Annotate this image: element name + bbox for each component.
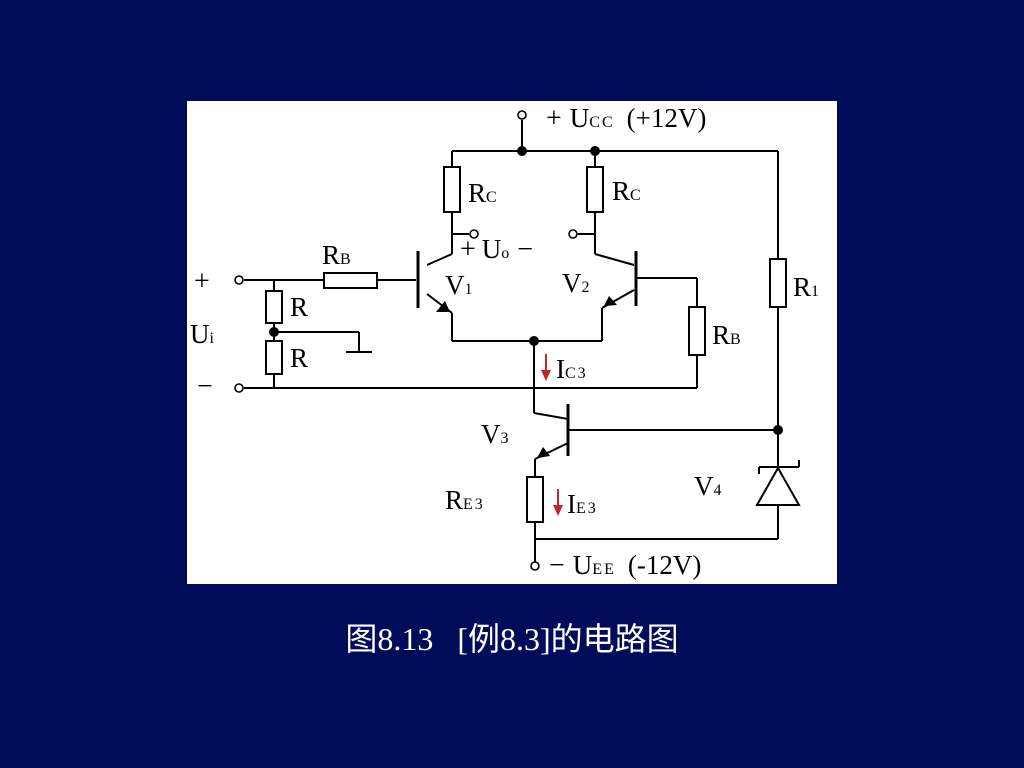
label-v1: V1: [445, 270, 475, 300]
terminals: [234, 110, 578, 571]
resistor-r-top: [265, 290, 283, 324]
label-v4: V4: [694, 471, 724, 501]
terminal-input-minus: [234, 383, 244, 393]
label-rc-right: RC: [612, 176, 643, 206]
label-input-minus: −: [197, 371, 213, 402]
figure-caption: 图8.13 [例8.3]的电路图: [345, 621, 679, 657]
current-ie3-arrow-icon: [553, 489, 563, 516]
terminal-uee: [530, 561, 540, 571]
label-rc-left: RC: [468, 178, 499, 208]
circuit-diagram-panel: + UCC (+12V) − UEE (-12V) RC RC RB: [187, 101, 837, 584]
label-r-bottom: R: [290, 343, 308, 373]
label-input-plus: +: [194, 266, 210, 297]
terminal-output-plus: [469, 229, 479, 239]
label-v2: V2: [562, 268, 592, 298]
resistor-rb-left: [323, 272, 378, 289]
label-rb-right: RB: [712, 320, 743, 350]
transistor-symbols: [416, 251, 638, 458]
current-arrows: [541, 354, 563, 516]
label-uo: + Uo −: [460, 234, 533, 265]
resistor-re3: [526, 476, 544, 523]
label-r-top: R: [290, 292, 308, 322]
label-uee: − UEE (-12V): [549, 550, 701, 581]
resistor-rb-right: [688, 306, 706, 356]
label-ucc: + UCC (+12V): [546, 103, 706, 134]
terminal-input-plus: [234, 275, 244, 285]
resistor-r1: [769, 258, 787, 308]
zener-diode-v4: [755, 460, 801, 506]
label-v3: V3: [481, 419, 511, 449]
label-rb-left: RB: [322, 240, 353, 270]
terminal-output-minus: [568, 229, 578, 239]
label-ui: Ui: [190, 319, 216, 349]
current-ic3-arrow-icon: [541, 354, 551, 381]
resistors: [265, 166, 787, 523]
circuit-diagram: + UCC (+12V) − UEE (-12V) RC RC RB: [190, 103, 821, 581]
resistor-rc-right: [586, 166, 604, 213]
label-ie3: IE3: [567, 489, 598, 519]
label-r1: R1: [793, 272, 821, 302]
label-re3: RE3: [445, 485, 485, 515]
resistor-r-bottom: [265, 340, 283, 375]
circuit-labels: + UCC (+12V) − UEE (-12V) RC RC RB: [190, 103, 821, 581]
resistor-rc-left: [443, 166, 461, 213]
label-ic3: IC3: [556, 354, 588, 384]
terminal-ucc: [517, 110, 527, 120]
junction-dots: [269, 146, 783, 435]
